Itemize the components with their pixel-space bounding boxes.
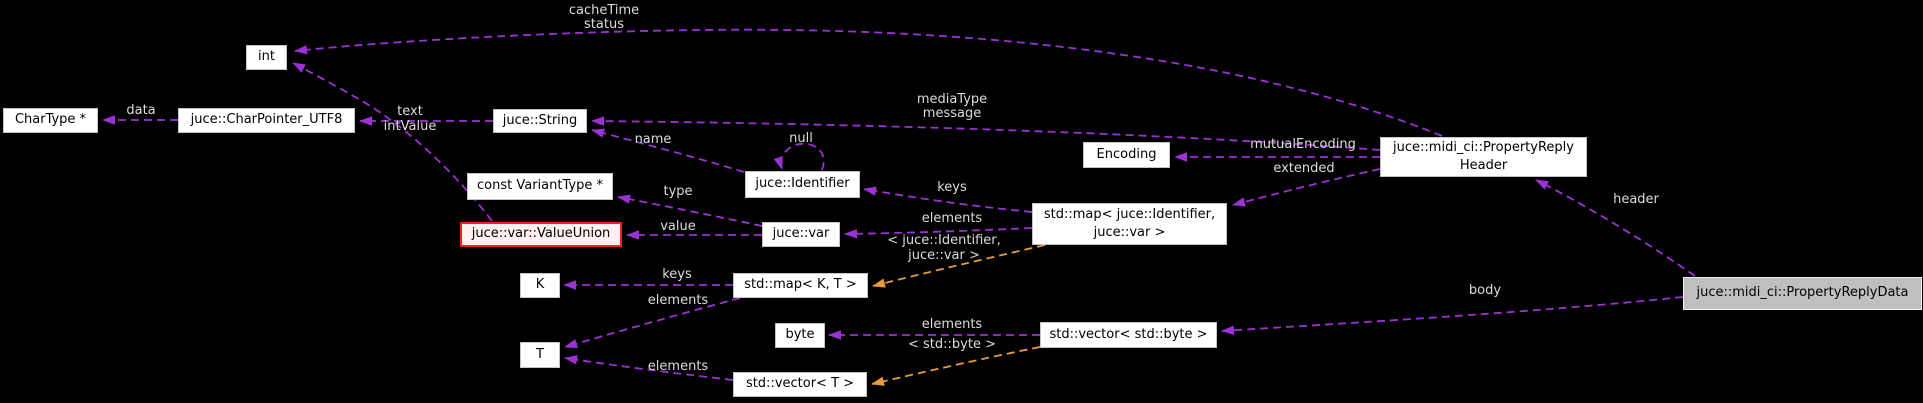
edge-replydata-to-replyheader xyxy=(1535,179,1696,277)
edge-label: juce::var > xyxy=(908,248,980,263)
edge-label: value xyxy=(660,219,696,234)
edge-label: elements xyxy=(921,211,983,226)
edge-label: keys xyxy=(662,267,692,282)
edge-label: keys xyxy=(937,180,967,195)
node-k[interactable]: K xyxy=(520,273,560,298)
edge-label: mutualEncoding xyxy=(1250,137,1356,152)
edge-label: type xyxy=(663,184,693,199)
edge-label: text xyxy=(397,104,423,119)
edge-label: message xyxy=(922,106,982,121)
edge-label: mediaType xyxy=(916,92,988,107)
node-int[interactable]: int xyxy=(246,45,287,70)
node-valueunion[interactable]: juce::var::ValueUnion xyxy=(460,222,622,247)
edge-identifier-to-string xyxy=(591,128,745,173)
edge-identifier-to-identifier xyxy=(773,142,825,171)
node-encoding[interactable]: Encoding xyxy=(1083,142,1170,168)
node-identifier[interactable]: juce::Identifier xyxy=(745,171,860,198)
node-vector_byte[interactable]: std::vector< std::byte > xyxy=(1040,322,1217,348)
edge-label: intValue xyxy=(383,119,437,134)
node-chartype[interactable]: CharType * xyxy=(3,108,98,133)
node-string[interactable]: juce::String xyxy=(493,109,587,133)
edge-replyheader-to-map_id_var xyxy=(1232,168,1381,207)
node-vector_t[interactable]: std::vector< T > xyxy=(733,372,867,397)
node-map_kt[interactable]: std::map< K, T > xyxy=(733,273,868,298)
edge-map_id_var-to-var xyxy=(844,227,1033,239)
edge-label: elements xyxy=(921,317,983,332)
node-replyheader[interactable]: juce::midi_ci::PropertyReply Header xyxy=(1380,137,1587,177)
node-charpointer[interactable]: juce::CharPointer_UTF8 xyxy=(178,108,355,133)
edge-label: status xyxy=(584,17,624,32)
edge-map_id_var-to-map_kt xyxy=(872,244,1046,288)
edge-var-to-varianttype xyxy=(617,194,763,227)
edge-map_id_var-to-identifier xyxy=(863,186,1033,213)
edge-label: elements xyxy=(647,359,709,374)
edge-map_kt-to-t xyxy=(564,297,741,349)
node-t[interactable]: T xyxy=(520,342,560,368)
edge-label: < std::byte > xyxy=(908,337,996,352)
edge-vector_byte-to-vector_t xyxy=(871,346,1041,386)
edge-valueunion-to-int xyxy=(292,62,493,222)
node-byte[interactable]: byte xyxy=(775,323,825,348)
edge-label: data xyxy=(126,103,156,118)
edge-label: extended xyxy=(1273,161,1335,176)
edge-label: header xyxy=(1613,192,1659,207)
edge-replydata-to-vector_byte xyxy=(1221,296,1684,335)
node-varianttype[interactable]: const VariantType * xyxy=(467,173,613,200)
edge-label: cacheTime xyxy=(568,3,640,18)
edge-label: body xyxy=(1468,283,1502,298)
node-replydata: juce::midi_ci::PropertyReplyData xyxy=(1683,277,1922,310)
node-map_id_var[interactable]: std::map< juce::Identifier, juce::var > xyxy=(1032,203,1227,245)
edge-label: name xyxy=(634,132,672,147)
edge-vector_t-to-t xyxy=(564,355,734,381)
edge-replyheader-to-string xyxy=(591,116,1381,151)
node-var[interactable]: juce::var xyxy=(762,222,840,247)
edge-label: null xyxy=(789,131,813,146)
edge-label: < juce::Identifier, xyxy=(887,233,1001,248)
edge-label: elements xyxy=(647,293,709,308)
edge-replyheader-to-int xyxy=(294,28,1443,137)
